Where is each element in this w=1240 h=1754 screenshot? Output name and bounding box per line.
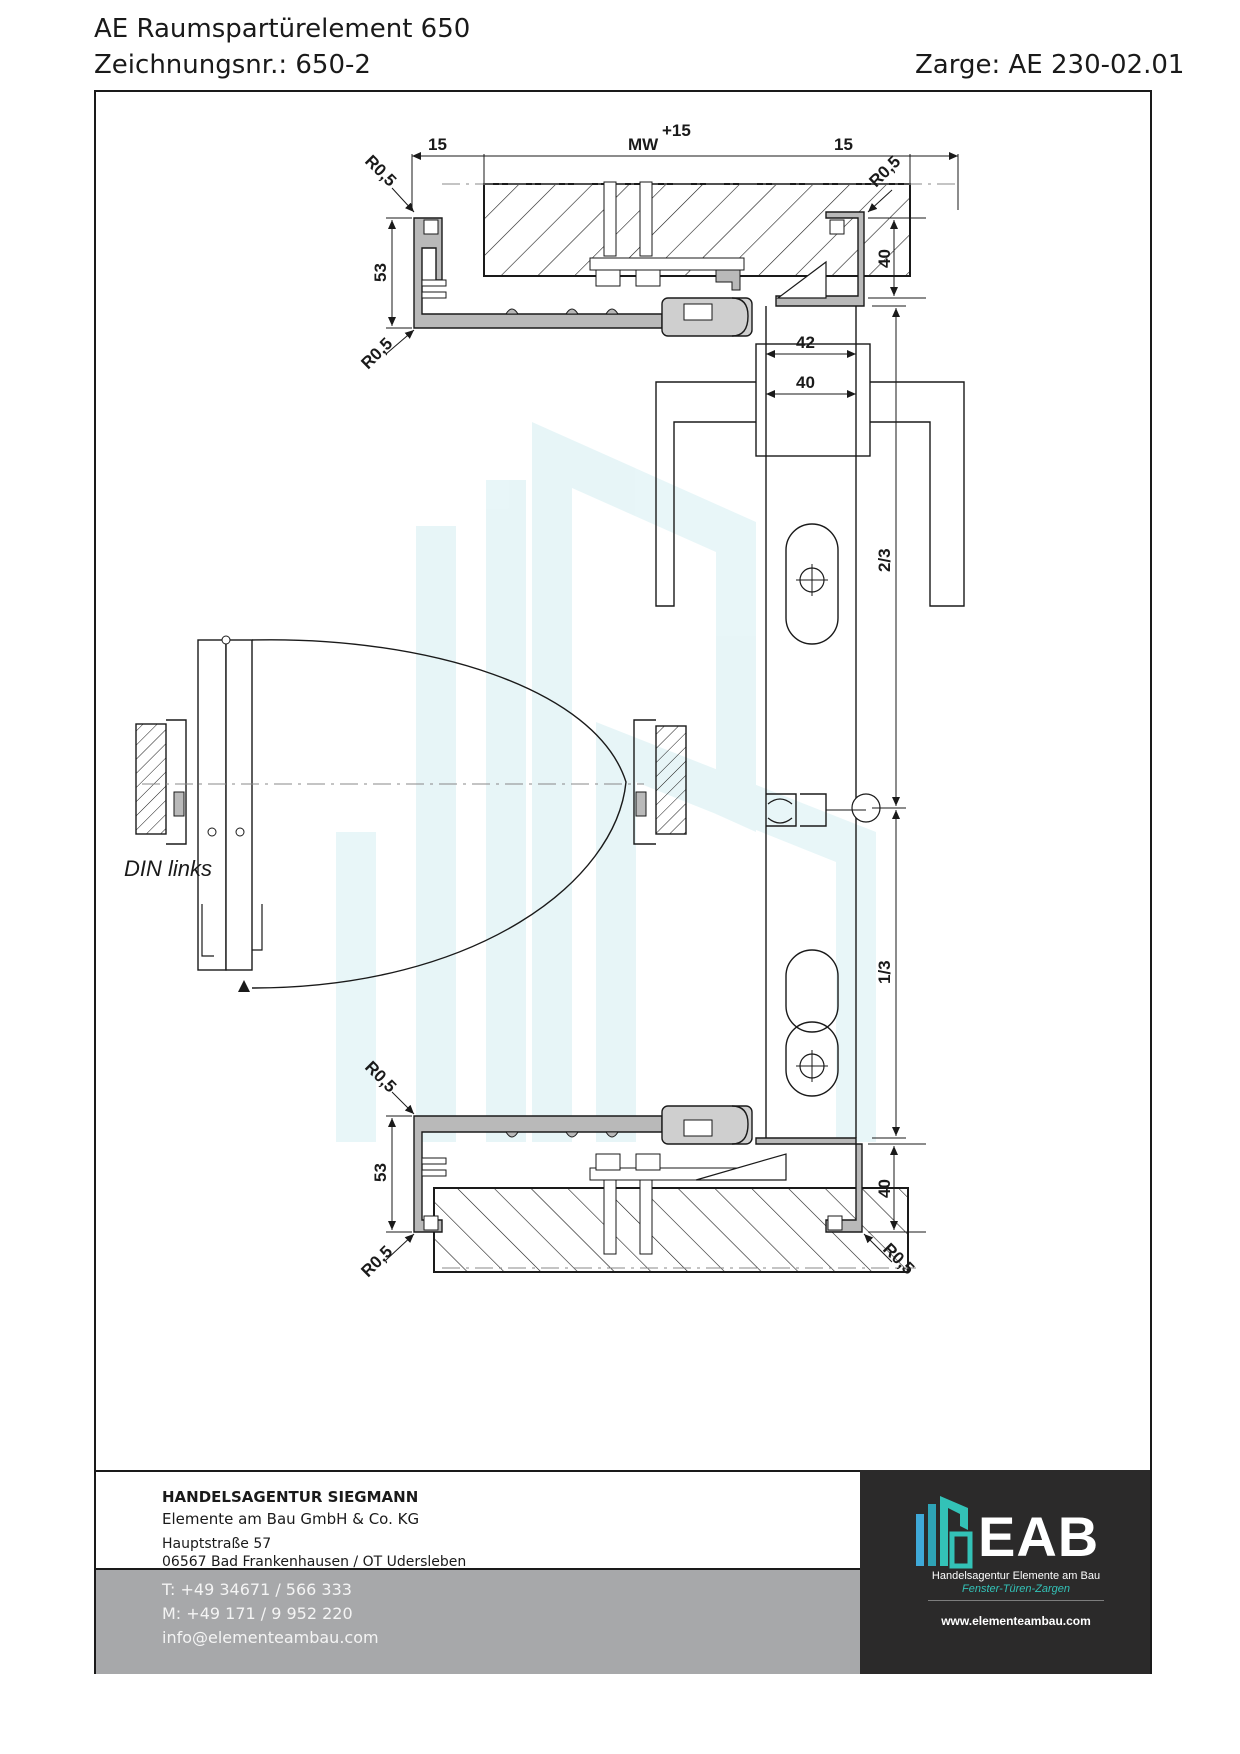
footer-logo-block: EAB Handelsagentur Elemente am Bau Fenst… (860, 1470, 1150, 1674)
dim-mw-tolerance: +15 (662, 121, 691, 140)
dim-two-thirds: 2/3 (875, 548, 894, 572)
top-frame-section: 15 MW +15 15 R0,5 R0,5 R0,5 53 40 (357, 121, 959, 373)
dim-height-53-top: 53 (371, 263, 390, 282)
footer-company-block: HANDELSAGENTUR SIEGMANN Elemente am Bau … (96, 1470, 860, 1570)
logo-tagline-accent: Fenster-Türen-Zargen (961, 1583, 1070, 1595)
address-city: 06567 Bad Frankenhausen / OT Udersleben (162, 1554, 467, 1570)
drawing-frame: 15 MW +15 15 R0,5 R0,5 R0,5 53 40 42 40 (94, 90, 1152, 1674)
website-link[interactable]: www.elementeambau.com (941, 1614, 1091, 1628)
dim-height-40-top: 40 (875, 249, 894, 268)
email-address: info@elementeambau.com (162, 1628, 379, 1647)
address-street: Hauptstraße 57 (162, 1536, 272, 1552)
dim-width-40: 40 (796, 373, 815, 392)
dim-height-40-bottom: 40 (875, 1179, 894, 1198)
footer-contact-block: T: +49 34671 / 566 333 M: +49 171 / 9 95… (96, 1570, 860, 1674)
company-subtitle: Elemente am Bau GmbH & Co. KG (162, 1510, 420, 1528)
dim-width-42: 42 (796, 333, 815, 352)
dim-radius-top-bottom-left: R0,5 (357, 334, 396, 373)
phone-number: T: +49 34671 / 566 333 (162, 1580, 352, 1599)
logo-tagline: Handelsagentur Elemente am Bau (931, 1570, 1101, 1582)
logo-wordmark: EAB (978, 1505, 1100, 1568)
company-name: HANDELSAGENTUR SIEGMANN (162, 1488, 419, 1506)
mobile-number: M: +49 171 / 9 952 220 (162, 1604, 353, 1623)
watermark-logo (336, 422, 876, 1142)
dim-radius-bottom-left: R0,5 (357, 1242, 396, 1281)
dim-mw: MW (628, 135, 659, 154)
logo-divider (928, 1600, 1104, 1601)
dim-top-right-15: 15 (834, 135, 853, 154)
din-left-detail: DIN links (124, 635, 687, 992)
dim-radius-top-left: R0,5 (361, 151, 400, 190)
footer: HANDELSAGENTUR SIEGMANN Elemente am Bau … (96, 1470, 1150, 1674)
frame-reference: Zarge: AE 230-02.01 (915, 50, 1185, 80)
din-note: DIN links (124, 856, 212, 881)
bottom-frame-section: R0,5 53 40 R0,5 R0,5 (357, 1057, 926, 1281)
door-leaf-section: 42 40 2/3 1/3 (655, 305, 965, 1139)
dim-one-third: 1/3 (875, 960, 894, 984)
dim-top-left-15: 15 (428, 135, 447, 154)
eab-logo-mark-icon (916, 1496, 973, 1569)
drawing-number: Zeichnungsnr.: 650-2 (94, 50, 371, 80)
technical-drawing: 15 MW +15 15 R0,5 R0,5 R0,5 53 40 42 40 (124, 121, 965, 1281)
document-title: AE Raumspartürelement 650 (94, 14, 471, 44)
dim-height-53-bottom: 53 (371, 1163, 390, 1182)
